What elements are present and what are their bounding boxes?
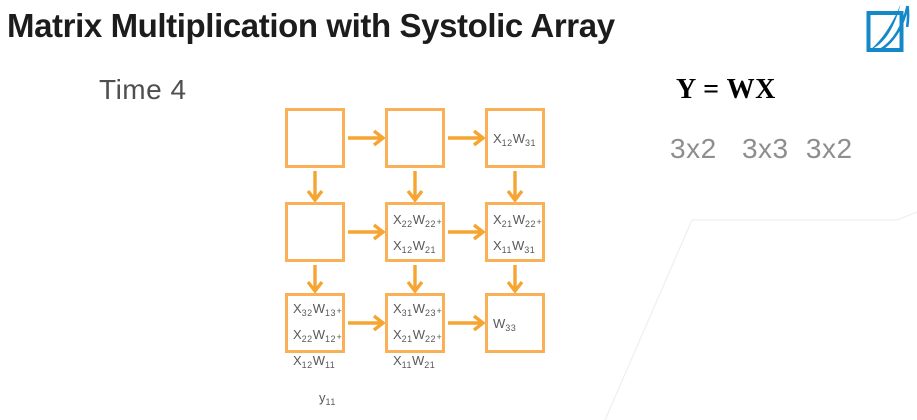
page-flip-logo-icon (866, 4, 910, 52)
pe-term: X21W22+ (493, 211, 542, 229)
pe-term: W33 (493, 315, 517, 333)
pe-cell-r1c3: X12W31 (485, 108, 545, 168)
background-accent-line (604, 211, 917, 420)
pe-term: X32W13+ (293, 301, 342, 318)
pe-term: X31W23+ (393, 301, 442, 318)
dim-y: 3x2 (670, 133, 717, 164)
pe-cell-r3c2: X31W23+ X21W22+ X11W21 (385, 293, 445, 370)
pe-cell-r3c3: W33 (485, 293, 545, 353)
pe-term: X11W21 (393, 353, 436, 370)
pe-term: X22W12+ (293, 327, 342, 344)
pe-term: X12W11 (293, 353, 336, 370)
equation-label: Y = WX (676, 74, 776, 105)
logo-square (866, 11, 904, 52)
time-step-label: Time 4 (99, 74, 187, 105)
slide-title: Matrix Multiplication with Systolic Arra… (7, 7, 615, 44)
dim-w: 3x3 (741, 133, 789, 164)
pe-term: X11W31 (493, 237, 536, 255)
pe-term: X12W31 (493, 130, 536, 148)
arrow-down-icon (306, 171, 324, 203)
arrow-down-icon (506, 171, 524, 203)
matrix-dimensions: 3x2 3x3 3x2 (670, 133, 853, 165)
pe-cell-r2c2: X22W22+ X12W21 (385, 202, 445, 262)
arrow-down-icon (506, 265, 524, 294)
pe-cell-r1c1 (285, 108, 345, 168)
pe-cell-r3c1: X32W13+ X22W12+ X12W11 (285, 293, 345, 370)
pe-term: X21W22+ (393, 327, 442, 344)
pe-cell-r2c1 (285, 202, 345, 262)
logo-page-edge (905, 5, 910, 28)
arrow-right-icon (348, 129, 386, 147)
logo-curve (879, 5, 909, 52)
arrow-right-icon (448, 223, 486, 241)
arrow-down-icon (406, 265, 424, 294)
arrow-down-icon (406, 171, 424, 203)
arrow-down-icon (306, 265, 324, 294)
arrow-right-icon (348, 223, 386, 241)
output-label: y11 (319, 390, 336, 407)
dim-x: 3x2 (805, 133, 853, 164)
pe-cell-r2c3: X21W22+ X11W31 (485, 202, 545, 262)
pe-term: X12W21 (393, 237, 436, 255)
arrow-right-icon (448, 314, 486, 332)
pe-term: X22W22+ (393, 211, 442, 229)
pe-cell-r1c2 (385, 108, 445, 168)
arrow-right-icon (348, 314, 386, 332)
arrow-right-icon (448, 129, 486, 147)
